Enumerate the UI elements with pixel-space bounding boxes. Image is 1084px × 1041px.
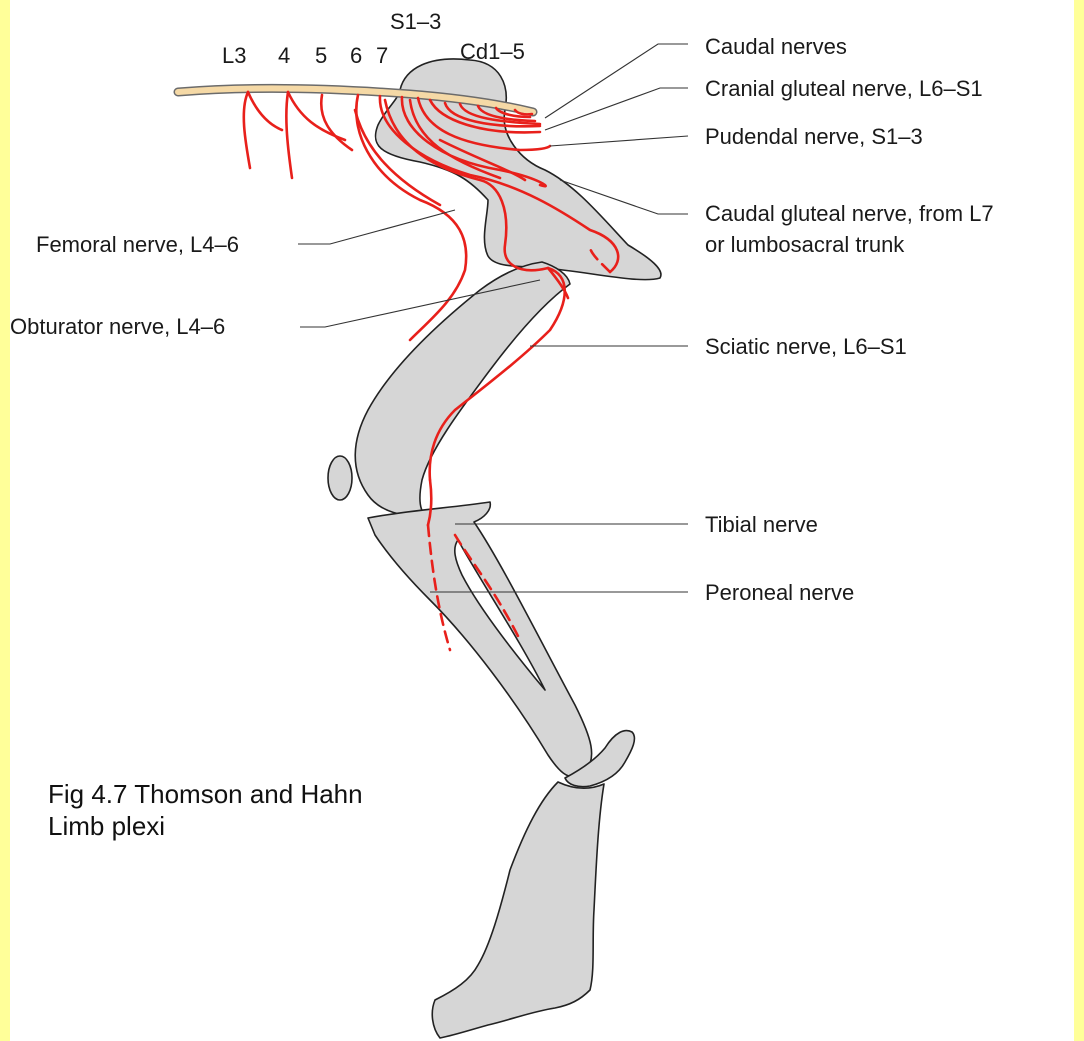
metatarsus-bone bbox=[432, 782, 604, 1038]
diagram-panel: L3 4 5 6 7 S1–3 Cd1–5 Caudal nerves Cran… bbox=[10, 0, 1074, 1041]
label-tibial-nerve: Tibial nerve bbox=[705, 512, 818, 538]
label-caudal-gluteal-nerve-1: Caudal gluteal nerve, from L7 bbox=[705, 201, 994, 227]
vertebra-label-l7: 7 bbox=[376, 44, 388, 68]
pelvic-limb-diagram bbox=[10, 0, 1074, 1041]
label-femoral-nerve: Femoral nerve, L4–6 bbox=[36, 232, 239, 258]
label-peroneal-nerve: Peroneal nerve bbox=[705, 580, 854, 606]
bones bbox=[328, 59, 661, 1038]
label-caudal-gluteal-nerve-2: or lumbosacral trunk bbox=[705, 232, 904, 258]
label-pudendal-nerve: Pudendal nerve, S1–3 bbox=[705, 124, 923, 150]
nerve-root-l5 bbox=[321, 95, 352, 150]
vertebra-label-l3: L3 bbox=[222, 44, 246, 68]
caption-line-1: Fig 4.7 Thomson and Hahn bbox=[48, 778, 363, 810]
leader-cranial-gluteal bbox=[545, 88, 688, 130]
vertebra-label-l4: 4 bbox=[278, 44, 290, 68]
label-caudal-nerves: Caudal nerves bbox=[705, 34, 847, 60]
leader-pudendal bbox=[550, 136, 688, 146]
figure-caption: Fig 4.7 Thomson and Hahn Limb plexi bbox=[48, 778, 363, 842]
patella-bone bbox=[328, 456, 352, 500]
vertebra-label-l5: 5 bbox=[315, 44, 327, 68]
femur-bone bbox=[355, 262, 570, 516]
tibia-bone bbox=[368, 502, 592, 777]
nerve-root-l4 bbox=[286, 92, 292, 178]
label-obturator-nerve: Obturator nerve, L4–6 bbox=[10, 314, 225, 340]
label-sciatic-nerve: Sciatic nerve, L6–S1 bbox=[705, 334, 907, 360]
vertebra-label-caudal: Cd1–5 bbox=[460, 40, 525, 64]
nerve-root-l3 bbox=[244, 92, 250, 168]
vertebra-label-l6: 6 bbox=[350, 44, 362, 68]
tibial-nerve bbox=[428, 480, 431, 525]
caption-line-2: Limb plexi bbox=[48, 810, 363, 842]
label-cranial-gluteal-nerve: Cranial gluteal nerve, L6–S1 bbox=[705, 76, 983, 102]
leader-femoral bbox=[298, 210, 455, 244]
leader-caudal-nerves bbox=[545, 44, 688, 118]
vertebra-label-sacral: S1–3 bbox=[390, 10, 441, 34]
